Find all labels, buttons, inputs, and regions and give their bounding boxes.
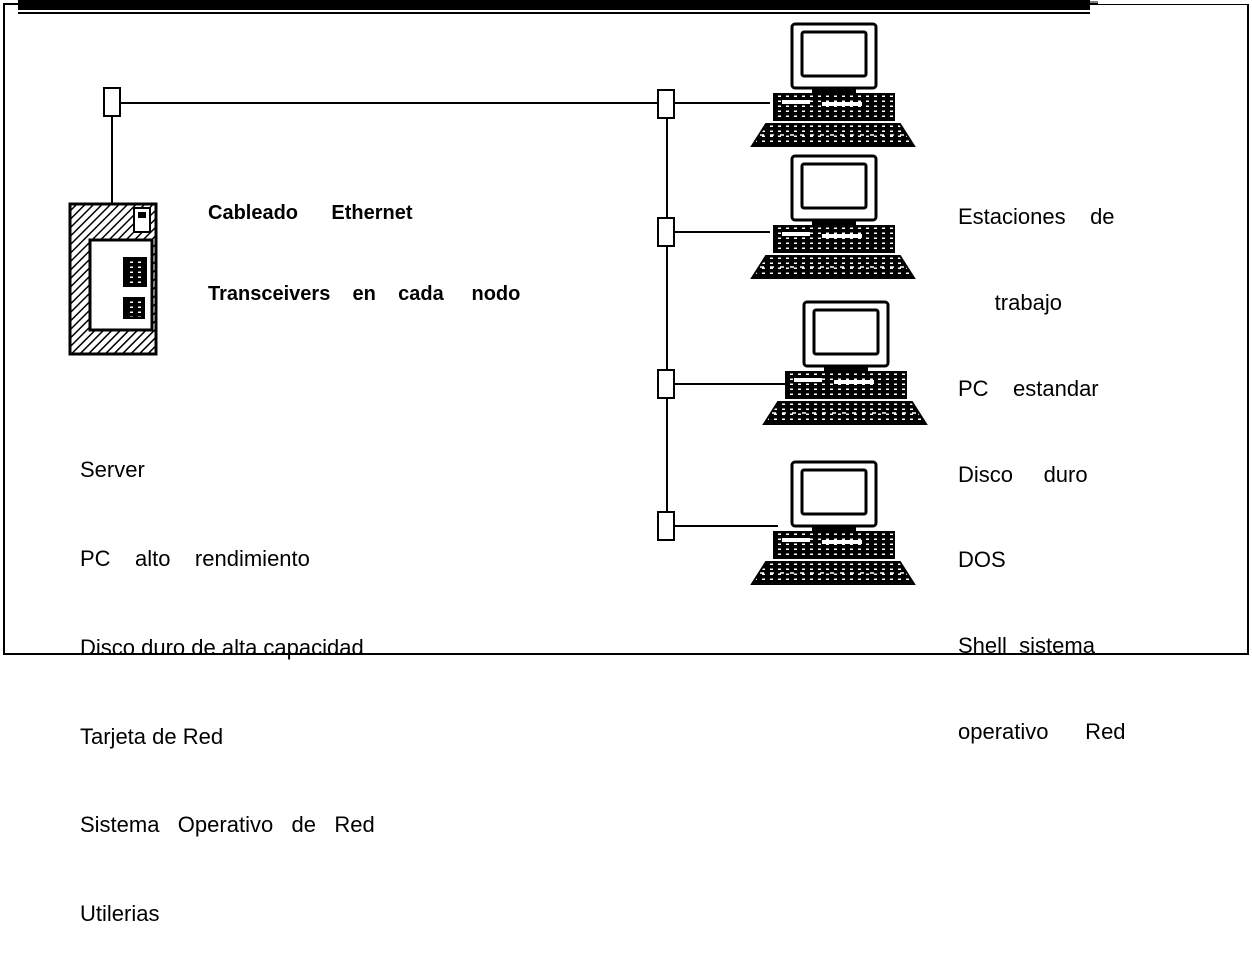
- header-bar: [18, 0, 1090, 10]
- transceiver-2: [657, 217, 675, 247]
- workstation-labels: Estaciones de trabajo PC estandar Disco …: [958, 146, 1126, 775]
- workstation-label-line-3: PC estandar: [958, 375, 1099, 401]
- workstation-label-line-4: Disco duro: [958, 461, 1088, 487]
- server-label-line-4: Tarjeta de Red: [80, 723, 224, 749]
- workstation-icon-3: [762, 300, 928, 426]
- transceiver-1: [657, 89, 675, 119]
- workstation-label-line-6: Shell sistema: [958, 633, 1095, 659]
- network-diagram: [3, 0, 1249, 655]
- transceiver-4: [657, 511, 675, 541]
- server-icon: [68, 202, 158, 356]
- server-label-line-5: Sistema Operativo de Red: [80, 812, 375, 838]
- workstation-label-line-2: trabajo: [958, 289, 1062, 315]
- cable-label-line-1: Cableado Ethernet: [208, 202, 413, 224]
- workstation-label-line-1: Estaciones de: [958, 204, 1115, 230]
- server-transceiver: [103, 87, 121, 117]
- workstation-icon-2: [750, 154, 916, 280]
- workstation-icon-4: [750, 460, 916, 586]
- cable-label-line-2: Transceivers en cada nodo: [208, 283, 521, 305]
- server-label-line-1: Server: [80, 457, 145, 483]
- server-label-line-6: Utilerias: [80, 901, 160, 927]
- workstation-label-line-7: operativo Red: [958, 718, 1126, 744]
- transceiver-3: [657, 369, 675, 399]
- workstation-label-line-5: DOS: [958, 547, 1006, 573]
- server-label-line-3: Disco duro de alta capacidad: [80, 634, 364, 660]
- server-label-line-2: PC alto rendimiento: [80, 545, 310, 571]
- workstation-icon-1: [750, 22, 916, 148]
- server-labels: Server PC alto rendimiento Disco duro de…: [80, 396, 375, 958]
- cable-labels: Cableado Ethernet Transceivers en cada n…: [208, 146, 520, 335]
